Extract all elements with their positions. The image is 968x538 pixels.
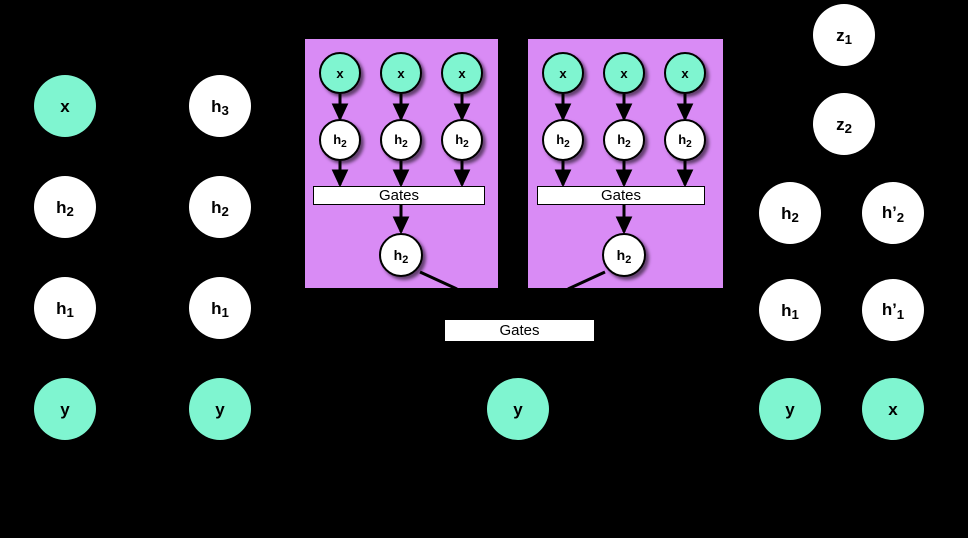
node-label: h2 (211, 197, 229, 220)
node-h2-2: h2 (759, 182, 821, 244)
node-label: h3 (211, 96, 229, 119)
node-label: h2 (56, 197, 74, 220)
node-label: h1 (211, 298, 229, 321)
node-h2: h2 (602, 233, 646, 277)
node-label: h2 (333, 131, 347, 150)
node-h2: h2 (379, 233, 423, 277)
gates-bar-right: Gates (537, 186, 705, 205)
node-x-7: x (862, 378, 924, 440)
node-label: y (513, 399, 523, 419)
gates-bar-center: Gates (445, 320, 594, 341)
node-x-0: x (34, 75, 96, 137)
node-h2-1: h2 (380, 119, 422, 161)
node-label: y (785, 399, 795, 419)
node-x-1: x (380, 52, 422, 94)
node-h2-3: h’2 (862, 182, 924, 244)
gates-bar-left: Gates (313, 186, 485, 205)
node-label: x (397, 65, 405, 81)
node-y-6: y (759, 378, 821, 440)
node-label: x (60, 96, 70, 116)
node-h2-1: h2 (603, 119, 645, 161)
node-h1-4: h1 (759, 279, 821, 341)
node-h2-0: h2 (319, 119, 361, 161)
node-label: h2 (455, 131, 469, 150)
node-x-0: x (542, 52, 584, 94)
node-h2-2: h2 (664, 119, 706, 161)
node-z1-0: z1 (813, 4, 875, 66)
node-x-1: x (603, 52, 645, 94)
node-label: h2 (678, 131, 692, 150)
node-label: z2 (836, 114, 852, 137)
node-label: y (60, 399, 70, 419)
node-h1-2: h1 (189, 277, 251, 339)
node-label: x (681, 65, 689, 81)
node-label: x (620, 65, 628, 81)
node-y-3: y (34, 378, 96, 440)
node-label: x (559, 65, 567, 81)
node-y: y (487, 378, 549, 440)
node-label: h2 (616, 246, 632, 266)
node-h3-0: h3 (189, 75, 251, 137)
node-x-0: x (319, 52, 361, 94)
node-label: h2 (556, 131, 570, 150)
node-h1-5: h’1 (862, 279, 924, 341)
node-x-2: x (441, 52, 483, 94)
node-y-3: y (189, 378, 251, 440)
node-h2-1: h2 (189, 176, 251, 238)
node-label: z1 (836, 25, 852, 48)
node-h1-2: h1 (34, 277, 96, 339)
node-label: h1 (781, 300, 799, 323)
node-label: x (458, 65, 466, 81)
node-label: h2 (394, 131, 408, 150)
node-h2-2: h2 (441, 119, 483, 161)
node-z2-1: z2 (813, 93, 875, 155)
node-label: h2 (393, 246, 409, 266)
node-h2-0: h2 (542, 119, 584, 161)
node-label: h2 (617, 131, 631, 150)
node-label: x (336, 65, 344, 81)
node-h2-1: h2 (34, 176, 96, 238)
node-x-2: x (664, 52, 706, 94)
node-label: h’2 (881, 203, 905, 226)
node-label: h’1 (881, 300, 905, 323)
node-label: x (888, 399, 898, 419)
node-label: h1 (56, 298, 74, 321)
node-label: h2 (781, 203, 799, 226)
node-label: y (215, 399, 225, 419)
